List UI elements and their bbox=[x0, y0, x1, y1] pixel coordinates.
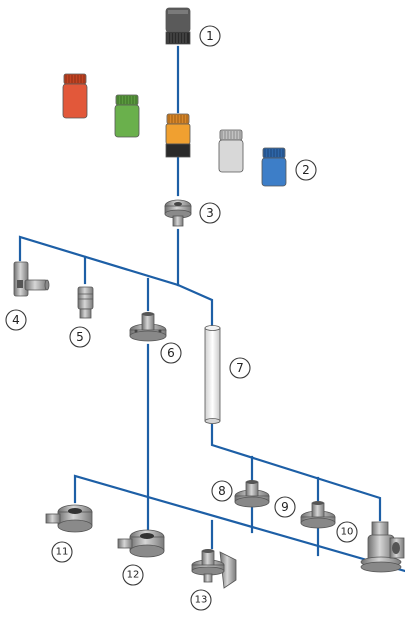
callout-7: 7 bbox=[229, 357, 251, 379]
callout-8: 8 bbox=[211, 480, 233, 502]
callout-13: 13 bbox=[190, 589, 212, 611]
callout-5-label: 5 bbox=[76, 330, 84, 344]
callout-12: 12 bbox=[122, 564, 144, 586]
clamp-ring-11 bbox=[45, 504, 93, 533]
line-to-4 bbox=[18, 235, 180, 287]
callout-5: 5 bbox=[69, 326, 91, 348]
line-to-7 bbox=[176, 283, 214, 328]
callout-11-label: 11 bbox=[56, 547, 69, 558]
callout-7-label: 7 bbox=[236, 361, 244, 375]
callout-2-label: 2 bbox=[302, 163, 310, 177]
callout-8-label: 8 bbox=[218, 484, 226, 498]
callout-1: 1 bbox=[199, 25, 221, 47]
flange-6 bbox=[129, 312, 167, 342]
line-to-11-right bbox=[73, 474, 405, 573]
cap-green bbox=[114, 94, 140, 138]
elbow-housing-10 bbox=[360, 521, 405, 573]
cap-blue bbox=[261, 147, 287, 187]
callout-13-label: 13 bbox=[195, 595, 208, 606]
callout-3: 3 bbox=[199, 202, 221, 224]
cap-black bbox=[165, 7, 191, 45]
cap-grey bbox=[218, 129, 244, 173]
callout-10-label: 10 bbox=[341, 527, 354, 538]
threaded-adapter-5 bbox=[77, 286, 94, 319]
callout-4-label: 4 bbox=[12, 313, 20, 327]
callout-6: 6 bbox=[160, 342, 182, 364]
callout-10: 10 bbox=[336, 521, 358, 543]
callout-2: 2 bbox=[295, 159, 317, 181]
cap-orange bbox=[165, 113, 191, 158]
callout-3-label: 3 bbox=[206, 206, 214, 220]
callout-9-label: 9 bbox=[281, 500, 289, 514]
connector-lines bbox=[18, 45, 405, 573]
bracket-mount-13 bbox=[191, 549, 237, 589]
callout-12-label: 12 bbox=[127, 570, 140, 581]
flange-9 bbox=[300, 501, 336, 529]
tube-7 bbox=[204, 325, 221, 424]
cap-red bbox=[62, 73, 88, 119]
clamp-ring-12 bbox=[117, 529, 165, 558]
callout-6-label: 6 bbox=[167, 346, 175, 360]
flange-8 bbox=[234, 480, 270, 508]
callout-1-label: 1 bbox=[206, 29, 214, 43]
callout-4: 4 bbox=[5, 309, 27, 331]
callout-11: 11 bbox=[51, 541, 73, 563]
t-adapter-4 bbox=[13, 261, 50, 297]
callout-9: 9 bbox=[274, 496, 296, 518]
adapter-3 bbox=[164, 199, 192, 227]
line-7-to-10 bbox=[210, 423, 382, 522]
